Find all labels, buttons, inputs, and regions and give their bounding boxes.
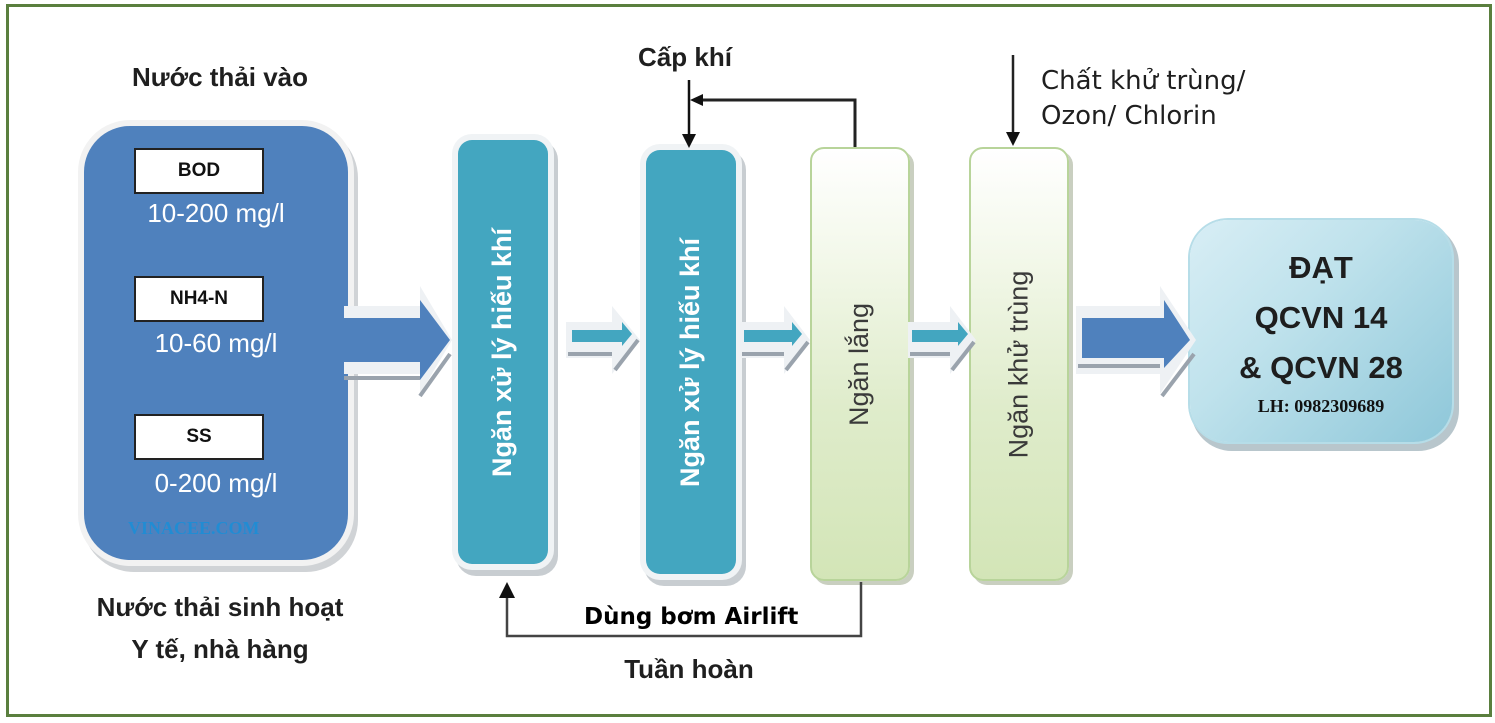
stage-disinfection-tank: Ngăn khử trùng	[969, 147, 1069, 581]
diagram-frame	[6, 4, 1492, 717]
air-supply-label: Cấp khí	[638, 42, 732, 72]
watermark: VINACEE.COM	[128, 518, 260, 538]
recirculation-label: Tuần hoàn	[624, 654, 754, 684]
air-supply-arrow	[682, 80, 696, 148]
airlift-pump-label: Dùng bơm Airlift	[584, 604, 799, 630]
stage-settling-tank: Ngăn lắng	[810, 147, 910, 581]
disinfectant-arrow	[1006, 55, 1020, 146]
flow-arrow-aerobic-1-to-2	[566, 306, 640, 374]
stage-aerobic-tank-1: Ngăn xử lý hiếu khí	[458, 140, 548, 564]
output-line-1: ĐẠT	[1289, 250, 1353, 285]
flow-arrow-aerobic-to-settling	[740, 306, 810, 374]
source-caption-line-2: Y tế, nhà hàng	[131, 634, 309, 664]
flow-arrow-settling-to-disinfection	[908, 306, 976, 374]
recirculation-line	[499, 582, 863, 638]
output-standard-box: ĐẠT QCVN 14 & QCVN 28 LH: 0982309689	[1190, 220, 1452, 442]
param-label-nh4n: NH4-N	[134, 276, 264, 322]
param-label-ss: SS	[134, 414, 264, 460]
output-contact: LH: 0982309689	[1257, 396, 1385, 416]
param-value-bod: 10-200 mg/l	[147, 198, 285, 228]
disinfectant-label-line-1: Chất khử trùng/	[1041, 66, 1246, 96]
disinfectant-label-line-2: Ozon/ Chlorin	[1041, 101, 1217, 131]
return-line-top	[690, 94, 857, 147]
stage-aerobic-tank-2: Ngăn xử lý hiếu khí	[646, 150, 736, 574]
output-line-3: & QCVN 28	[1239, 350, 1403, 385]
flow-arrow-input	[344, 286, 452, 398]
output-line-2: QCVN 14	[1254, 300, 1388, 335]
source-caption-line-1: Nước thải sinh hoạt	[96, 592, 344, 622]
flow-arrow-output	[1076, 286, 1196, 398]
param-value-ss: 0-200 mg/l	[154, 468, 278, 498]
input-heading: Nước thải vào	[131, 62, 309, 92]
input-parameters-box: BOD 10-200 mg/l NH4-N 10-60 mg/l SS 0-20…	[84, 126, 348, 560]
param-value-nh4n: 10-60 mg/l	[154, 328, 278, 358]
param-label-bod: BOD	[134, 148, 264, 194]
